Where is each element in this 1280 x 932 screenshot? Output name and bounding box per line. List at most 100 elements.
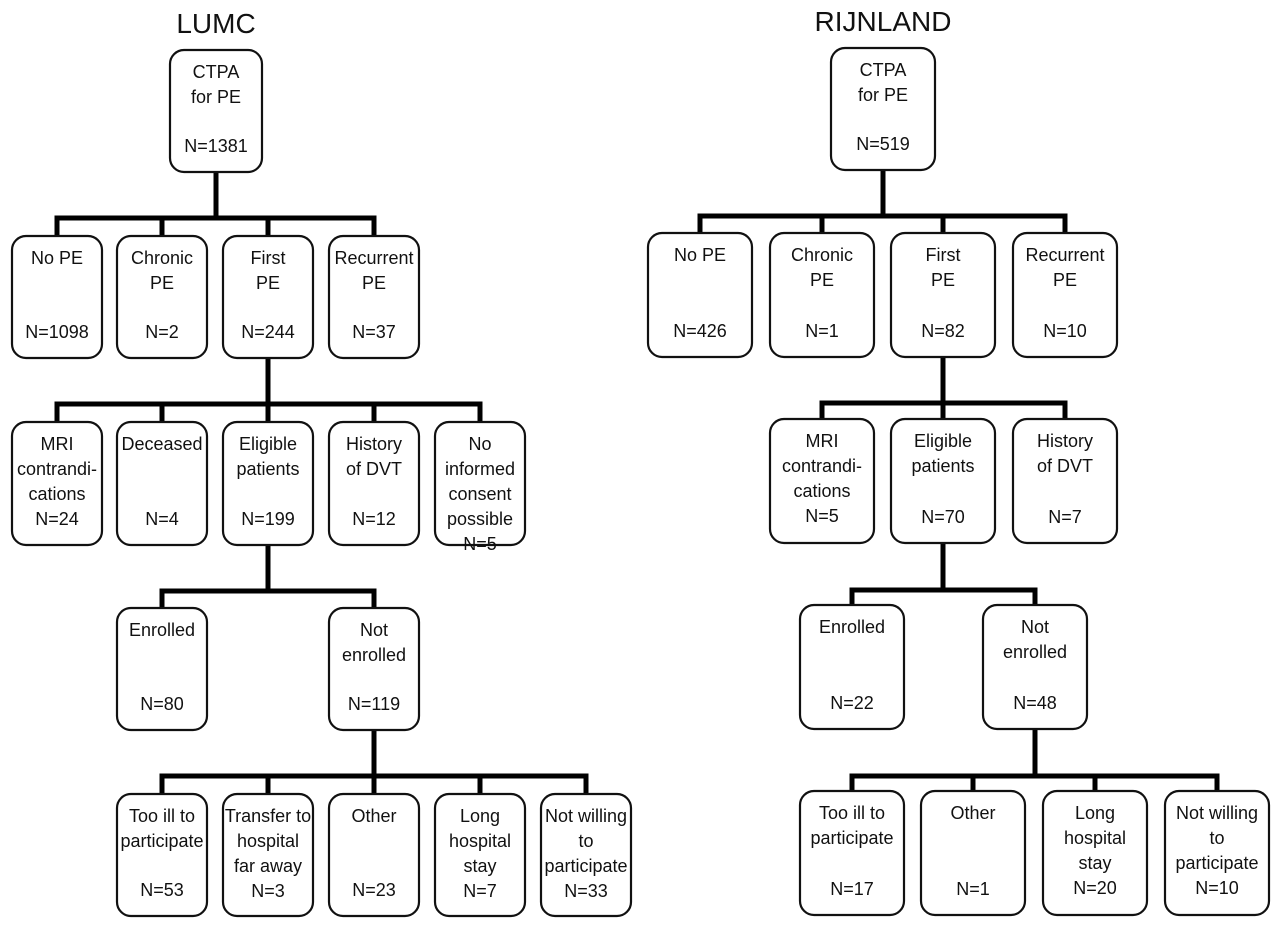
lumc-box-ctpa-for-pe-label-line: CTPA [193,62,240,82]
rijnland-box-mri-contrandi-cations-label-line: contrandi- [782,456,862,476]
lumc-box-transfer-to-hospital-far-away-label-line: hospital [237,831,299,851]
lumc-box-deceased-count: N=4 [145,509,179,529]
lumc-box-transfer-to-hospital-far-away-label-line: far away [234,856,302,876]
lumc-box-not-willing-to-participate-count: N=33 [564,881,608,901]
rijnland-box-not-enrolled-frame [981,603,1089,731]
lumc-box-eligible-patients-count: N=199 [241,509,295,529]
lumc-box-eligible-patients-label-line: patients [236,459,299,479]
lumc-connector-level-3 [159,542,377,611]
rijnland-box-history-of-dvt-label-line: History [1037,431,1093,451]
rijnland-box-not-enrolled-label-line: Not [1021,617,1049,637]
lumc-box-transfer-to-hospital-far-away-count: N=3 [251,881,285,901]
lumc-box-mri-contrandi-cations-label-line: cations [28,484,85,504]
rijnland-box-long-hospital-stay-count: N=20 [1073,878,1117,898]
rijnland-connector-level-4 [849,726,1220,794]
lumc-box-history-of-dvt-label-line: History [346,434,402,454]
lumc-box-other-frame [327,792,421,918]
lumc-box-no-pe-frame [10,234,104,360]
rijnland-box-ctpa-for-pe: CTPA for PE N=519 [829,46,937,172]
lumc-box-not-willing-to-participate-label-line: Not willing [545,806,627,826]
rijnland-box-other-frame [919,789,1027,917]
lumc-box-recurrent-pe-frame [327,234,421,360]
lumc-connector-level-2 [54,355,483,425]
rijnland-box-chronic-pe-count: N=1 [805,321,839,341]
lumc-box-chronic-pe-count: N=2 [145,322,179,342]
lumc-box-not-enrolled-label-line: Not [360,620,388,640]
lumc-box-long-hospital-stay-label-line: hospital [449,831,511,851]
rijnland-box-enrolled-frame [798,603,906,731]
rijnland-box-mri-contrandi-cations-label-line: cations [793,481,850,501]
lumc-box-ctpa-for-pe-frame [168,48,264,174]
lumc-box-no-pe-count: N=1098 [25,322,89,342]
rijnland-box-no-pe-frame [646,231,754,359]
lumc-box-enrolled-label-line: Enrolled [129,620,195,640]
lumc-box-recurrent-pe-count: N=37 [352,322,396,342]
lumc-box-history-of-dvt-count: N=12 [352,509,396,529]
rijnland-box-first-pe-count: N=82 [921,321,965,341]
lumc-box-first-pe-label-line: PE [256,273,280,293]
rijnland-box-ctpa-for-pe-label-line: for PE [858,85,908,105]
rijnland-box-not-willing-to-participate-label-line: to [1209,828,1224,848]
rijnland-box-mri-contrandi-cations-label-line: MRI [806,431,839,451]
rijnland-box-too-ill-to-participate-frame [798,789,906,917]
lumc-box-other-label-line: Other [351,806,396,826]
lumc-box-no-informed-consent-possible-count: N=5 [463,534,497,554]
lumc-box-no-informed-consent-possible-label-line: possible [447,509,513,529]
lumc-box-not-willing-to-participate-label-line: to [578,831,593,851]
lumc-box-first-pe-label-line: First [251,248,286,268]
rijnland-box-enrolled-count: N=22 [830,693,874,713]
rijnland-box-ctpa-for-pe-count: N=519 [856,134,910,154]
lumc-box-long-hospital-stay-label-line: stay [463,856,496,876]
lumc-connectors [54,169,589,797]
rijnland-box-not-willing-to-participate-label-line: Not willing [1176,803,1258,823]
lumc-box-long-hospital-stay-label-line: Long [460,806,500,826]
rijnland-box-too-ill-to-participate-label-line: Too ill to [819,803,885,823]
rijnland-box-not-willing-to-participate-frame [1163,789,1271,917]
lumc-box-no-informed-consent-possible-label-line: informed [445,459,515,479]
lumc-box-ctpa-for-pe-count: N=1381 [184,136,248,156]
rijnland-box-long-hospital-stay-label-line: hospital [1064,828,1126,848]
lumc-box-too-ill-to-participate-count: N=53 [140,880,184,900]
lumc-box-transfer-to-hospital-far-away-label-line: Transfer to [225,806,311,826]
lumc-box-deceased-frame [115,420,209,547]
lumc-box-transfer-to-hospital-far-away-frame [221,792,315,918]
rijnland-box-too-ill-to-participate-label-line: participate [810,828,893,848]
rijnland-box-eligible-patients-count: N=70 [921,507,965,527]
rijnland-connector-level-1 [697,167,1068,236]
rijnland-box-history-of-dvt-label-line: of DVT [1037,456,1093,476]
lumc-box-mri-contrandi-cations-label-line: MRI [41,434,74,454]
rijnland-box-eligible-patients-label-line: patients [911,456,974,476]
rijnland-box-recurrent-pe-label-line: PE [1053,270,1077,290]
rijnland-box-no-pe: No PEN=426 [646,231,754,359]
lumc-box-chronic-pe-frame [115,234,209,360]
rijnland-box-other-count: N=1 [956,879,990,899]
lumc-box-recurrent-pe-label-line: Recurrent [334,248,413,268]
lumc-box-chronic-pe-label-line: Chronic [131,248,193,268]
rijnland-box-eligible-patients-label-line: Eligible [914,431,972,451]
lumc-box-not-enrolled-frame [327,606,421,732]
rijnland-box-ctpa-for-pe-label-line: CTPA [860,60,907,80]
rijnland-box-chronic-pe-label-line: PE [810,270,834,290]
rijnland-connector-level-2 [819,354,1068,422]
lumc-box-first-pe-count: N=244 [241,322,295,342]
